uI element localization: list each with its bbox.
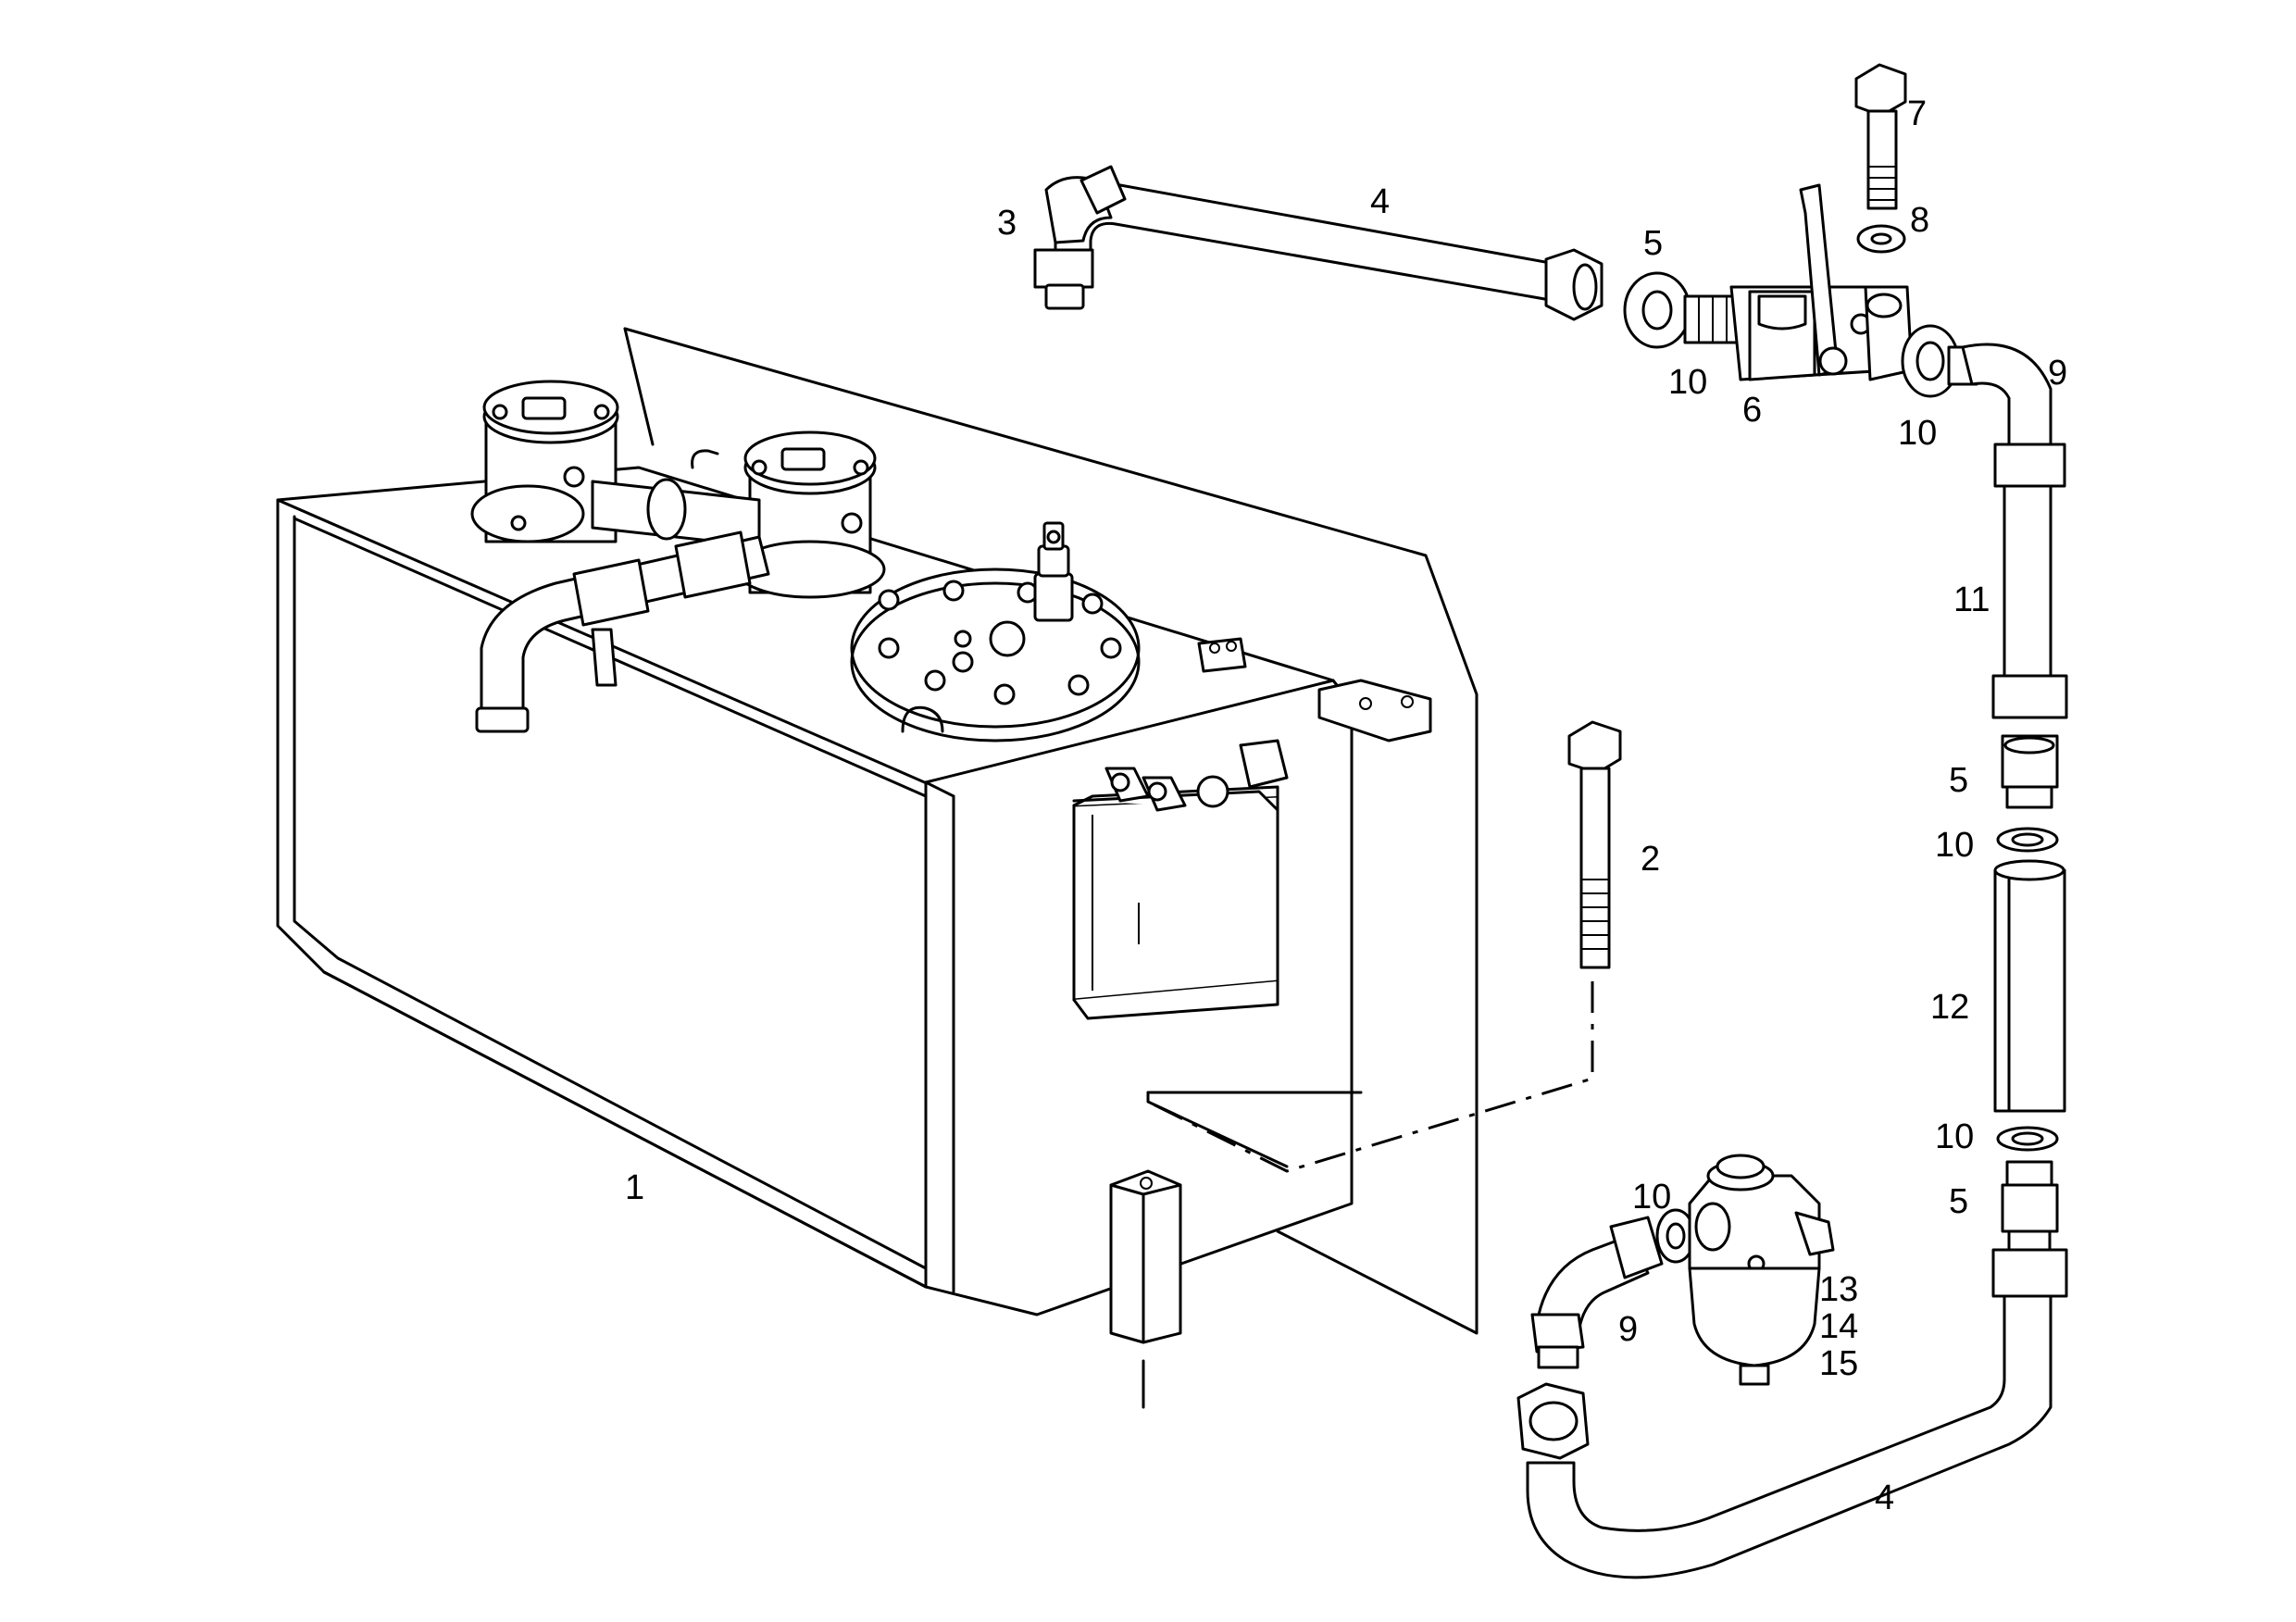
- callout-8: 8: [1910, 201, 1929, 240]
- sender-connector: [1197, 637, 1247, 673]
- callout-4-bottom: 4: [1875, 1479, 1894, 1517]
- alignment-line: [1147, 981, 1594, 1173]
- vent-valve: [1033, 521, 1074, 622]
- callout-12: 12: [1930, 988, 1969, 1027]
- level-sender: [1072, 739, 1289, 1020]
- callout-6: 6: [1742, 391, 1762, 430]
- bolt-7: [1854, 63, 1907, 254]
- callout-15: 15: [1819, 1344, 1858, 1383]
- callout-10-e: 10: [1632, 1178, 1671, 1216]
- mounting-tab: [1317, 679, 1432, 742]
- right-fuel-line: [1516, 343, 2068, 1579]
- callout-5-mid: 5: [1949, 761, 1968, 800]
- callout-10-c: 10: [1935, 826, 1974, 865]
- callout-3: 3: [997, 204, 1017, 243]
- callout-1: 1: [625, 1168, 644, 1207]
- callout-labels: 1 2 3 4 4 5 5 5 6 7 8 9 9 10 10 10 10 10…: [625, 94, 2067, 1517]
- upper-fuel-line: [1033, 165, 1603, 321]
- callout-7: 7: [1907, 94, 1927, 133]
- callout-10-d: 10: [1935, 1117, 1974, 1156]
- callout-13: 13: [1819, 1270, 1858, 1309]
- callout-5-low: 5: [1949, 1182, 1968, 1221]
- bolt-2: [1567, 720, 1622, 969]
- suction-return-pipes: [470, 380, 886, 733]
- callout-2: 2: [1641, 840, 1660, 879]
- callout-11: 11: [1953, 580, 1990, 619]
- callout-4-top: 4: [1370, 182, 1390, 221]
- lower-elbow-fitting: [1530, 1208, 1696, 1369]
- callout-14: 14: [1819, 1307, 1858, 1346]
- callout-10-b: 10: [1898, 414, 1937, 453]
- callout-9-bottom: 9: [1618, 1310, 1638, 1349]
- callout-9-top: 9: [2048, 354, 2067, 393]
- drain-block: [1109, 1169, 1182, 1409]
- lifting-hook: [901, 705, 944, 733]
- callout-5-top: 5: [1643, 224, 1663, 263]
- fuel-filter-separator: [1688, 1154, 1835, 1386]
- callout-10-a: 10: [1668, 363, 1707, 402]
